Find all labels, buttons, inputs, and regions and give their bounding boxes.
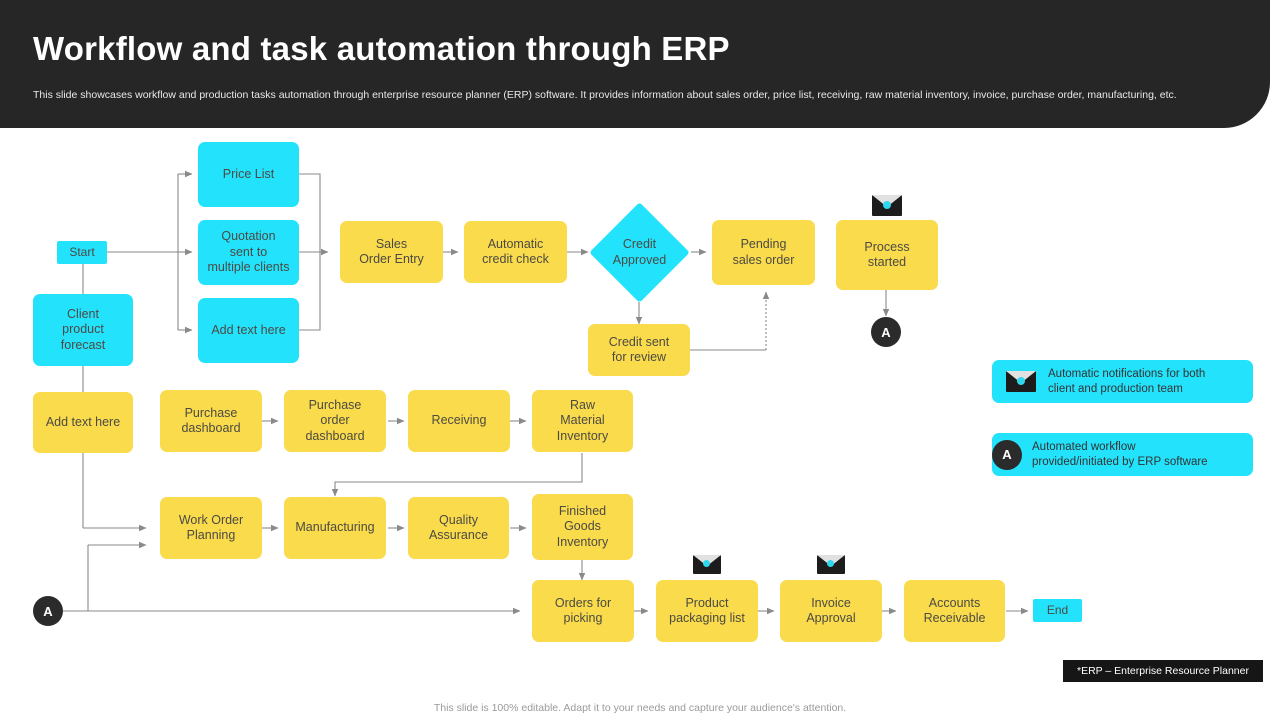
connector-lines (63, 170, 1029, 615)
node-product-packaging-list[interactable]: Product packaging list (656, 580, 758, 642)
page-subtitle: This slide showcases workflow and produc… (33, 89, 1177, 101)
node-purchase-order-dashboard[interactable]: Purchase order dashboard (284, 390, 386, 452)
node-quotation-sent-to-multiple-clients[interactable]: Quotation sent to multiple clients (198, 220, 299, 285)
envelope-icon-product-packaging-list (693, 555, 721, 574)
node-manufacturing[interactable]: Manufacturing (284, 497, 386, 559)
node-client-product-forecast[interactable]: Client product forecast (33, 294, 133, 366)
connector-a-process-started[interactable]: A (871, 317, 901, 347)
slide-header: Workflow and task automation through ERP… (0, 0, 1270, 128)
slide-footer-note: This slide is 100% editable. Adapt it to… (433, 702, 847, 714)
node-process-started[interactable]: Process started (836, 220, 938, 290)
node-add-text-here-1[interactable]: Add text here (33, 392, 133, 453)
page-title: Workflow and task automation through ERP (33, 30, 730, 67)
erp-footnote: *ERP – Enterprise Resource Planner (1063, 660, 1263, 682)
envelope-icon-legend (1006, 371, 1036, 392)
node-credit-sent-for-review[interactable]: Credit sent for review (588, 324, 690, 376)
legend-automated-workflow: A Automated workflow provided/initiated … (992, 433, 1253, 476)
node-automatic-credit-check[interactable]: Automatic credit check (464, 221, 567, 283)
flowchart-canvas: Start Client product forecast Add text h… (0, 128, 1280, 720)
node-sales-order-entry[interactable]: Sales Order Entry (340, 221, 443, 283)
legend-automated-workflow-label: Automated workflow provided/initiated by… (1032, 440, 1208, 468)
node-end[interactable]: End (1033, 599, 1082, 622)
node-accounts-receivable[interactable]: Accounts Receivable (904, 580, 1005, 642)
connector-a-icon-legend: A (992, 439, 1022, 470)
node-add-text-here-2[interactable]: Add text here (198, 298, 299, 363)
connector-a-bottom[interactable]: A (33, 596, 63, 626)
node-quality-assurance[interactable]: Quality Assurance (408, 497, 509, 559)
node-work-order-planning[interactable]: Work Order Planning (160, 497, 262, 559)
envelope-icon-process-started (872, 195, 902, 216)
node-receiving[interactable]: Receiving (408, 390, 510, 452)
node-raw-material-inventory[interactable]: Raw Material Inventory (532, 390, 633, 452)
node-credit-approved-label: Credit Approved (612, 237, 667, 267)
node-orders-for-picking[interactable]: Orders for picking (532, 580, 634, 642)
node-finished-goods-inventory[interactable]: Finished Goods Inventory (532, 494, 633, 560)
node-invoice-approval[interactable]: Invoice Approval (780, 580, 882, 642)
node-purchase-dashboard[interactable]: Purchase dashboard (160, 390, 262, 452)
node-start[interactable]: Start (57, 241, 107, 264)
legend-notifications: Automatic notifications for both client … (992, 360, 1253, 403)
legend-notifications-label: Automatic notifications for both client … (1048, 367, 1206, 395)
node-price-list[interactable]: Price List (198, 142, 299, 207)
node-pending-sales-order[interactable]: Pending sales order (712, 220, 815, 285)
envelope-icon-invoice-approval (817, 555, 845, 574)
